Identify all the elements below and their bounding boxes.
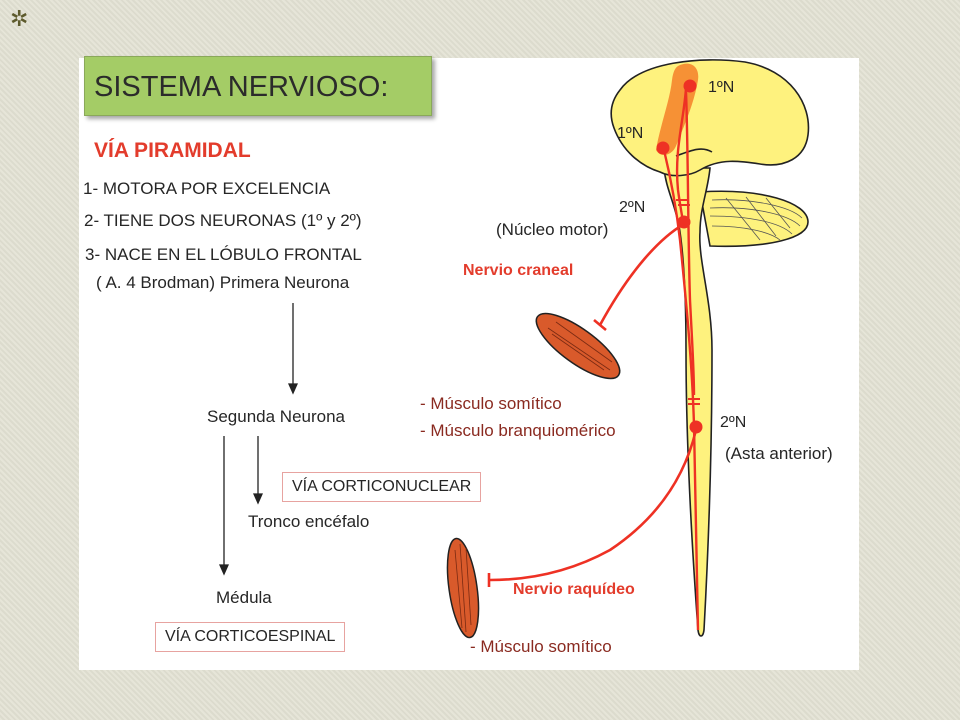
cerebellum xyxy=(699,190,809,248)
muscle-cranial xyxy=(535,312,621,380)
cerebellum-folia xyxy=(709,196,803,241)
muscle-spinal xyxy=(446,537,480,639)
pathway-3 xyxy=(684,91,696,396)
via-piramidal-heading: VÍA PIRAMIDAL xyxy=(94,139,251,162)
item-1: 1- MOTORA POR EXCELENCIA xyxy=(83,179,331,198)
brain-sulcus xyxy=(675,148,713,157)
musculo-somitico-2-label: - Músculo somítico xyxy=(470,637,612,656)
neuron-2-spinal xyxy=(689,420,703,434)
via-corticoespinal-box: VÍA CORTICOESPINAL xyxy=(155,622,346,652)
neuron-1-top xyxy=(683,79,697,93)
segunda-neurona-label: Segunda Neurona xyxy=(207,407,346,426)
neuron-1-left-label: 1ºN xyxy=(617,125,644,142)
asta-anterior-label: (Asta anterior) xyxy=(725,444,833,463)
arrow-head-segunda xyxy=(287,383,299,395)
neuron-2-low-label: 2ºN xyxy=(720,414,747,431)
tronco-encefalo-label: Tronco encéfalo xyxy=(248,512,370,531)
neuron-1-top-label: 1ºN xyxy=(708,79,735,96)
spinal-nerve xyxy=(489,429,698,582)
item-2: 2- TIENE DOS NEURONAS (1º y 2º) xyxy=(84,211,362,230)
nucleo-motor-label: (Núcleo motor) xyxy=(496,220,609,239)
item-3-sub: ( A. 4 Brodman) Primera Neurona xyxy=(96,273,350,292)
page-title: SISTEMA NERVIOSO: xyxy=(84,56,432,116)
medula-label: Médula xyxy=(216,588,272,607)
neuron-1-left xyxy=(656,141,670,155)
nervio-craneal-label: Nervio craneal xyxy=(463,262,574,279)
slide-corner-mark: ✲ xyxy=(10,6,29,31)
item-3: 3- NACE EN EL LÓBULO FRONTAL xyxy=(85,245,362,264)
musculo-branquiomerico-label: - Músculo branquiomérico xyxy=(420,421,616,440)
cranial-nerve xyxy=(598,222,685,326)
pathway-1 xyxy=(675,87,688,223)
neuron-2-top-label: 2ºN xyxy=(619,199,646,216)
arrow-head-tronco xyxy=(252,493,264,505)
pathway-2 xyxy=(662,149,700,631)
musculo-somitico-1-label: - Músculo somítico xyxy=(420,394,562,413)
brain-hemisphere xyxy=(610,59,810,177)
nervio-raquideo-label: Nervio raquídeo xyxy=(513,581,635,598)
arrow-head-medula xyxy=(218,564,230,576)
via-corticonuclear-box: VÍA CORTICONUCLEAR xyxy=(282,472,482,502)
